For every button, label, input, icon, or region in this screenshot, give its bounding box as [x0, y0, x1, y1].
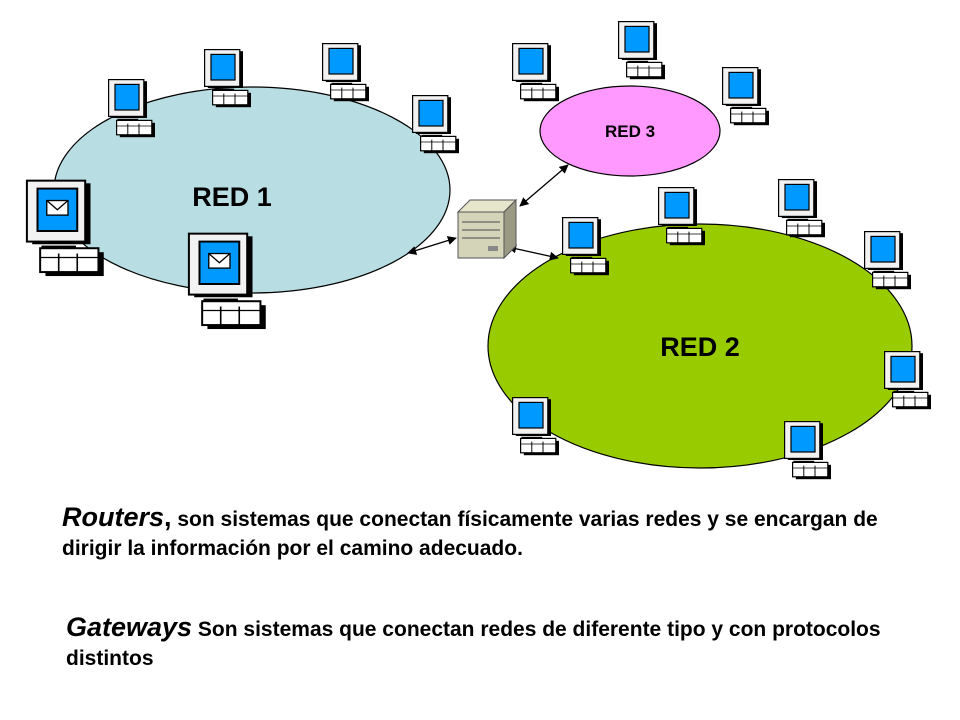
network-label-red3: RED 3 [605, 122, 655, 141]
router-server-icon [456, 198, 518, 260]
computer-icon [883, 350, 932, 410]
computer-icon [721, 66, 770, 126]
routers-term: Routers [62, 502, 165, 532]
network-label-red1: RED 1 [192, 182, 272, 212]
link-router-red2 [507, 244, 559, 261]
link-red1-router [407, 236, 457, 255]
computer-icon [511, 42, 560, 102]
gateways-definition: Gateways Son sistemas que conectan redes… [66, 610, 916, 672]
gateways-description: Son sistemas que conectan redes de difer… [66, 618, 881, 671]
routers-description: son sistemas que conectan físicamente va… [62, 508, 878, 561]
gateways-term: Gateways [66, 612, 193, 642]
routers-definition: Routers, son sistemas que conectan físic… [62, 500, 922, 562]
network-red2 [487, 223, 913, 469]
network-red3 [539, 85, 721, 177]
computer-icon [777, 178, 826, 238]
computer-icon [321, 42, 370, 102]
link-router-red3 [519, 164, 569, 207]
network-label-red2: RED 2 [660, 332, 740, 362]
computer-icon [617, 20, 666, 80]
routers-comma: , [164, 502, 172, 532]
